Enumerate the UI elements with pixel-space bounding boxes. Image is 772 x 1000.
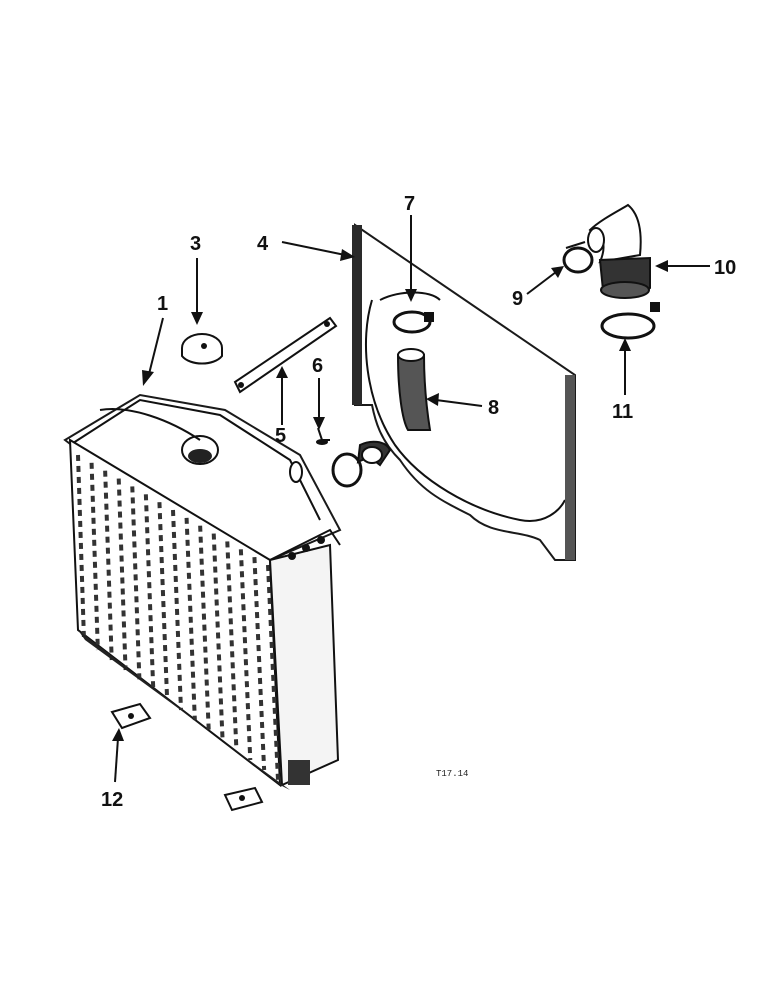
bolt xyxy=(316,427,330,445)
upper-hose xyxy=(396,348,432,431)
mounting-pad-b xyxy=(223,786,264,812)
callout-8: 8 xyxy=(488,397,499,419)
callout-4: 4 xyxy=(257,233,269,255)
callout-1: 1 xyxy=(157,293,168,315)
fan-shroud xyxy=(352,223,576,561)
leader-lines xyxy=(112,215,710,783)
radiator-core-fins xyxy=(76,454,280,781)
thermostat-elbow-hose xyxy=(587,203,651,299)
shroud-bracket xyxy=(233,316,338,394)
callout-6: 6 xyxy=(312,355,323,377)
callout-3: 3 xyxy=(190,233,201,255)
hose-clamp-upper xyxy=(392,310,434,334)
hose-clamp-9 xyxy=(562,241,594,274)
callout-9: 9 xyxy=(512,288,523,310)
radiator xyxy=(63,393,342,790)
lower-hose-elbow xyxy=(331,440,392,488)
callout-12: 12 xyxy=(101,789,123,811)
callout-5: 5 xyxy=(275,425,286,447)
callout-10: 10 xyxy=(714,257,736,279)
callout-7: 7 xyxy=(404,193,415,215)
callout-11: 11 xyxy=(612,401,633,423)
figure-reference: T17.14 xyxy=(436,769,468,779)
radiator-cap xyxy=(181,333,223,365)
mounting-pad-a xyxy=(110,702,152,730)
hose-clamp-11 xyxy=(600,302,660,340)
